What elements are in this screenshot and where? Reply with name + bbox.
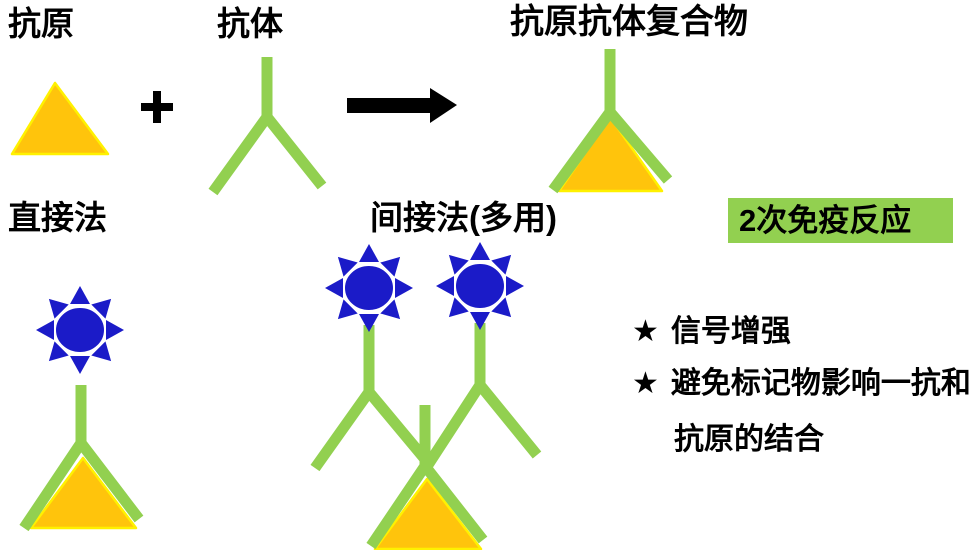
label-marker-star-icon bbox=[324, 243, 414, 333]
note-text: 抗原的结合 bbox=[674, 423, 824, 456]
plus-icon bbox=[141, 91, 173, 123]
direct-method-label: 直接法 bbox=[8, 199, 107, 236]
note-text: 避免标记物影响一抗和 bbox=[670, 367, 971, 400]
label-marker-star-icon bbox=[435, 241, 525, 331]
antigen-antibody-complex-figure bbox=[548, 49, 673, 194]
label-marker-star-icon bbox=[35, 285, 126, 375]
note-signal-enhancement: ★ 信号增强 bbox=[632, 306, 791, 350]
complex-label: 抗原抗体复合物 bbox=[510, 3, 748, 41]
secondary-antibody-left-icon bbox=[310, 325, 434, 472]
note-text: 信号增强 bbox=[670, 315, 791, 348]
secondary-immune-reaction-badge: 2次免疫反应 bbox=[728, 198, 953, 243]
note-avoid-label-interference-line2: 抗原的结合 bbox=[674, 414, 824, 458]
antigen-triangle-icon bbox=[373, 477, 483, 550]
antigen-label: 抗原 bbox=[8, 5, 74, 42]
antigen-triangle-icon bbox=[29, 456, 138, 530]
labeled-primary-antibody-icon bbox=[19, 385, 144, 532]
secondary-antibody-right-icon bbox=[421, 323, 542, 471]
star-bullet-icon: ★ bbox=[632, 315, 659, 348]
antibody-label: 抗体 bbox=[217, 5, 283, 42]
note-avoid-label-interference-line1: ★ 避免标记物影响一抗和 bbox=[632, 358, 971, 402]
antigen-triangle-icon bbox=[10, 81, 110, 156]
star-bullet-icon: ★ bbox=[632, 367, 659, 400]
indirect-method-figure bbox=[310, 241, 542, 550]
antibody-y-icon bbox=[208, 57, 327, 196]
indirect-method-label: 间接法(多用) bbox=[370, 199, 557, 236]
direct-method-figure bbox=[19, 285, 144, 532]
right-arrow-icon bbox=[347, 88, 457, 123]
antibody-y-icon bbox=[548, 49, 673, 194]
